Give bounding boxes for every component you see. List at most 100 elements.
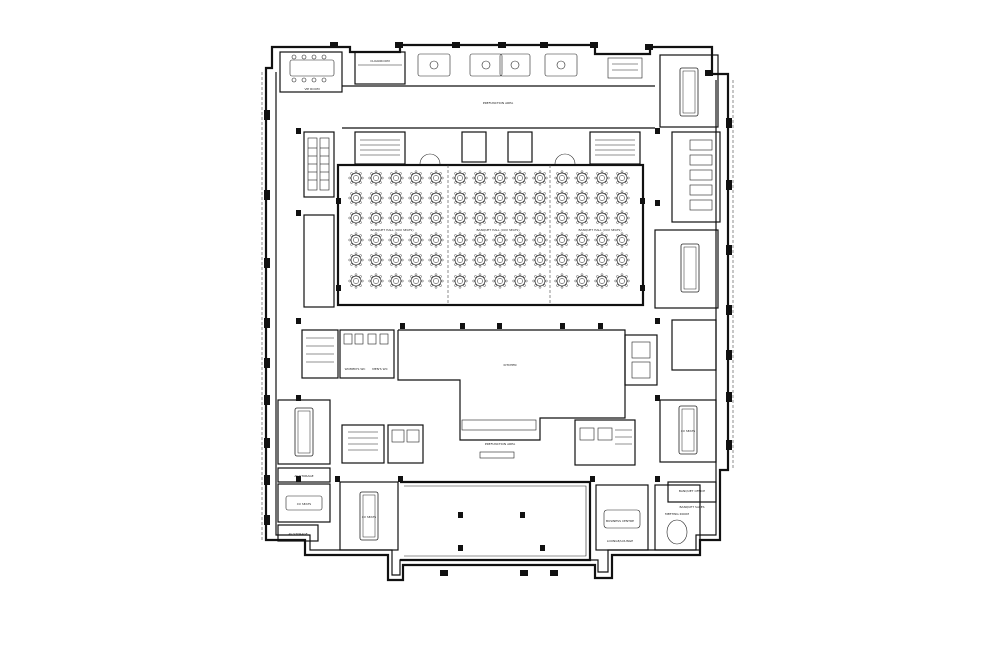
round-table — [614, 273, 630, 289]
cloakroom: CLOAKROOM — [354, 51, 406, 85]
round-table — [428, 190, 444, 206]
round-table — [452, 170, 468, 186]
round-table — [532, 273, 548, 289]
cloakroom-label: CLOAKROOM — [370, 59, 390, 63]
round-table — [512, 252, 528, 268]
round-table — [368, 252, 384, 268]
seats-right-label: XX SEATS — [681, 429, 696, 433]
round-table — [492, 252, 508, 268]
round-table — [532, 252, 548, 268]
round-table — [428, 232, 444, 248]
interior-columns — [296, 128, 660, 482]
round-table — [492, 210, 508, 226]
round-table — [574, 273, 590, 289]
round-table — [554, 190, 570, 206]
round-table — [408, 190, 424, 206]
round-table — [408, 210, 424, 226]
round-table — [472, 252, 488, 268]
prefunction-top: PREFUNCTION AREA — [342, 85, 655, 129]
meeting-room-label: MEETING ROOM — [665, 512, 689, 516]
prefunction-top-label: PREFUNCTION AREA — [483, 101, 514, 105]
round-table — [594, 252, 610, 268]
round-table — [452, 210, 468, 226]
round-table — [554, 210, 570, 226]
round-table — [594, 273, 610, 289]
round-table — [492, 273, 508, 289]
kitchen: KITCHEN — [397, 323, 626, 441]
av-storage-label: AV STORAGE — [294, 474, 313, 478]
round-table — [512, 210, 528, 226]
round-table — [512, 190, 528, 206]
round-table — [348, 170, 364, 186]
round-table — [452, 232, 468, 248]
round-table — [368, 273, 384, 289]
round-table — [388, 190, 404, 206]
meeting-room-left-2: XX SEATS — [277, 483, 331, 523]
round-table — [512, 273, 528, 289]
main-hall-bottom — [400, 480, 592, 562]
av-storage-2-label: AV STORAGE — [288, 532, 307, 536]
banquet-sales-label: BANQUET SALES — [679, 505, 704, 509]
round-table — [408, 170, 424, 186]
restrooms-center-left: WOMEN'S WC MEN'S WC — [301, 329, 395, 379]
vip-room: VIP ROOM — [279, 51, 343, 93]
banquet-b-label: BANQUET HALL (XXX SEATS) — [476, 228, 519, 232]
kitchen-label: KITCHEN — [504, 363, 517, 367]
round-table — [348, 190, 364, 206]
meeting-room-lower-right: MEETING ROOM — [654, 484, 701, 551]
round-table — [388, 273, 404, 289]
prefunction-mid: PREFUNCTION AREA — [461, 419, 537, 459]
service-cores-top — [354, 131, 641, 165]
round-table — [472, 232, 488, 248]
round-table — [472, 273, 488, 289]
round-table — [452, 273, 468, 289]
round-table — [574, 190, 590, 206]
round-table — [368, 232, 384, 248]
seats-left-3-label: XX SEATS — [362, 515, 377, 519]
av-storage: AV STORAGE — [277, 467, 331, 483]
round-table — [532, 210, 548, 226]
round-table — [388, 232, 404, 248]
round-table — [532, 170, 548, 186]
stair-core-right — [574, 419, 636, 466]
round-table — [388, 210, 404, 226]
meeting-room-left-1 — [277, 399, 331, 465]
lounge-label: LOUNGE/LOUNGE — [607, 539, 633, 543]
round-table — [554, 170, 570, 186]
round-table — [452, 190, 468, 206]
round-table — [532, 190, 548, 206]
round-table — [594, 210, 610, 226]
round-table — [512, 232, 528, 248]
meeting-room-right-lower: XX SEATS — [659, 399, 717, 463]
banquet-office-label: BANQUET OFFICE — [679, 489, 705, 493]
banquet-a-label: BANQUET HALL (XXX SEATS) — [370, 228, 413, 232]
exterior-walls — [261, 42, 734, 582]
round-table — [554, 252, 570, 268]
round-table — [348, 232, 364, 248]
banquet-hall: BANQUET HALL (XXX SEATS) BANQUET HALL (X… — [336, 163, 645, 307]
round-table — [554, 273, 570, 289]
round-table — [614, 210, 630, 226]
round-table — [492, 190, 508, 206]
business-centre-label: BUSINESS CENTRE — [606, 519, 634, 523]
round-table — [594, 170, 610, 186]
round-table — [408, 252, 424, 268]
round-table — [428, 170, 444, 186]
round-table — [428, 210, 444, 226]
round-table — [574, 210, 590, 226]
round-table — [472, 210, 488, 226]
round-table — [594, 190, 610, 206]
round-table — [492, 170, 508, 186]
round-table — [532, 232, 548, 248]
round-table — [348, 273, 364, 289]
round-table — [388, 252, 404, 268]
round-table — [574, 232, 590, 248]
round-table — [472, 190, 488, 206]
round-table — [348, 210, 364, 226]
round-table — [452, 252, 468, 268]
round-table — [348, 252, 364, 268]
round-table — [368, 170, 384, 186]
prefunction-mid-label: PREFUNCTION AREA — [485, 442, 516, 446]
right-restrooms — [671, 131, 721, 223]
